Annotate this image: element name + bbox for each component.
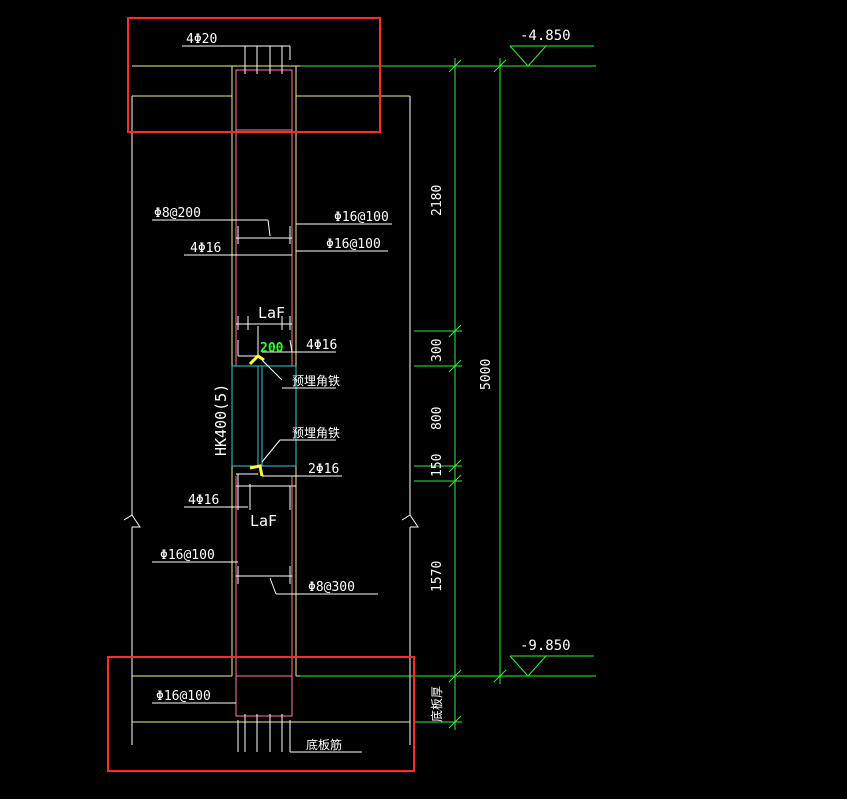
label-embedded-a: 预埋角铁 — [292, 374, 340, 388]
break-mark-left — [123, 514, 141, 528]
level-top: -4.850 — [520, 28, 571, 44]
label-rebar-4-16-b: 4Φ16 — [306, 338, 337, 353]
dim-150: 150 — [430, 454, 445, 477]
dim-total: 5000 — [479, 359, 494, 390]
top-slab — [131, 65, 410, 134]
label-rebar-2-16: 2Φ16 — [308, 462, 339, 477]
outer-walls — [123, 96, 419, 745]
label-rebar-16-100-b: Φ16@100 — [326, 237, 381, 252]
label-rebar-16-100-a: Φ16@100 — [334, 210, 389, 225]
label-embedded-b: 预埋角铁 — [292, 426, 340, 440]
label-top-rebar: 4Φ20 — [186, 32, 217, 47]
level-bottom: -9.850 — [520, 638, 571, 654]
label-laf-bottom: LaF — [250, 512, 277, 530]
top-rebar-cage — [182, 45, 293, 131]
label-rebar-16-100-d: Φ16@100 — [156, 689, 211, 704]
splice-zone-top — [236, 316, 336, 357]
anchor-top — [248, 354, 265, 366]
highlight-bottom-box — [107, 656, 415, 772]
label-stirrup-200: Φ8@200 — [154, 206, 201, 221]
dim-1570: 1570 — [430, 561, 445, 592]
highlight-top-box — [127, 17, 381, 133]
dim-800: 800 — [430, 407, 445, 430]
steel-section — [231, 354, 342, 477]
dim-300: 300 — [430, 339, 445, 362]
label-dim-200: 200 — [260, 341, 284, 356]
lower-rebars — [152, 561, 378, 595]
anchor-bottom — [249, 464, 264, 477]
label-stirrup-300: Φ8@300 — [308, 580, 355, 595]
break-mark-right — [401, 514, 419, 528]
dimension-lines — [300, 45, 596, 730]
label-section: HK400(5) — [212, 384, 230, 456]
upper-rebars — [152, 130, 392, 366]
column-outline — [231, 66, 297, 676]
level-marker-top — [509, 45, 547, 67]
bottom-rebar-cage — [152, 675, 362, 753]
level-marker-bottom — [509, 655, 547, 677]
label-laf-top: LaF — [258, 304, 285, 322]
dim-2180: 2180 — [430, 185, 445, 216]
label-rebar-16-100-c: Φ16@100 — [160, 548, 215, 563]
label-rebar-4-16-a: 4Φ16 — [190, 241, 221, 256]
dim-slab-thickness: 底板厚 — [429, 686, 444, 722]
label-rebar-4-16-c: 4Φ16 — [188, 493, 219, 508]
label-bottom-rebar: 底板筋 — [306, 737, 342, 752]
